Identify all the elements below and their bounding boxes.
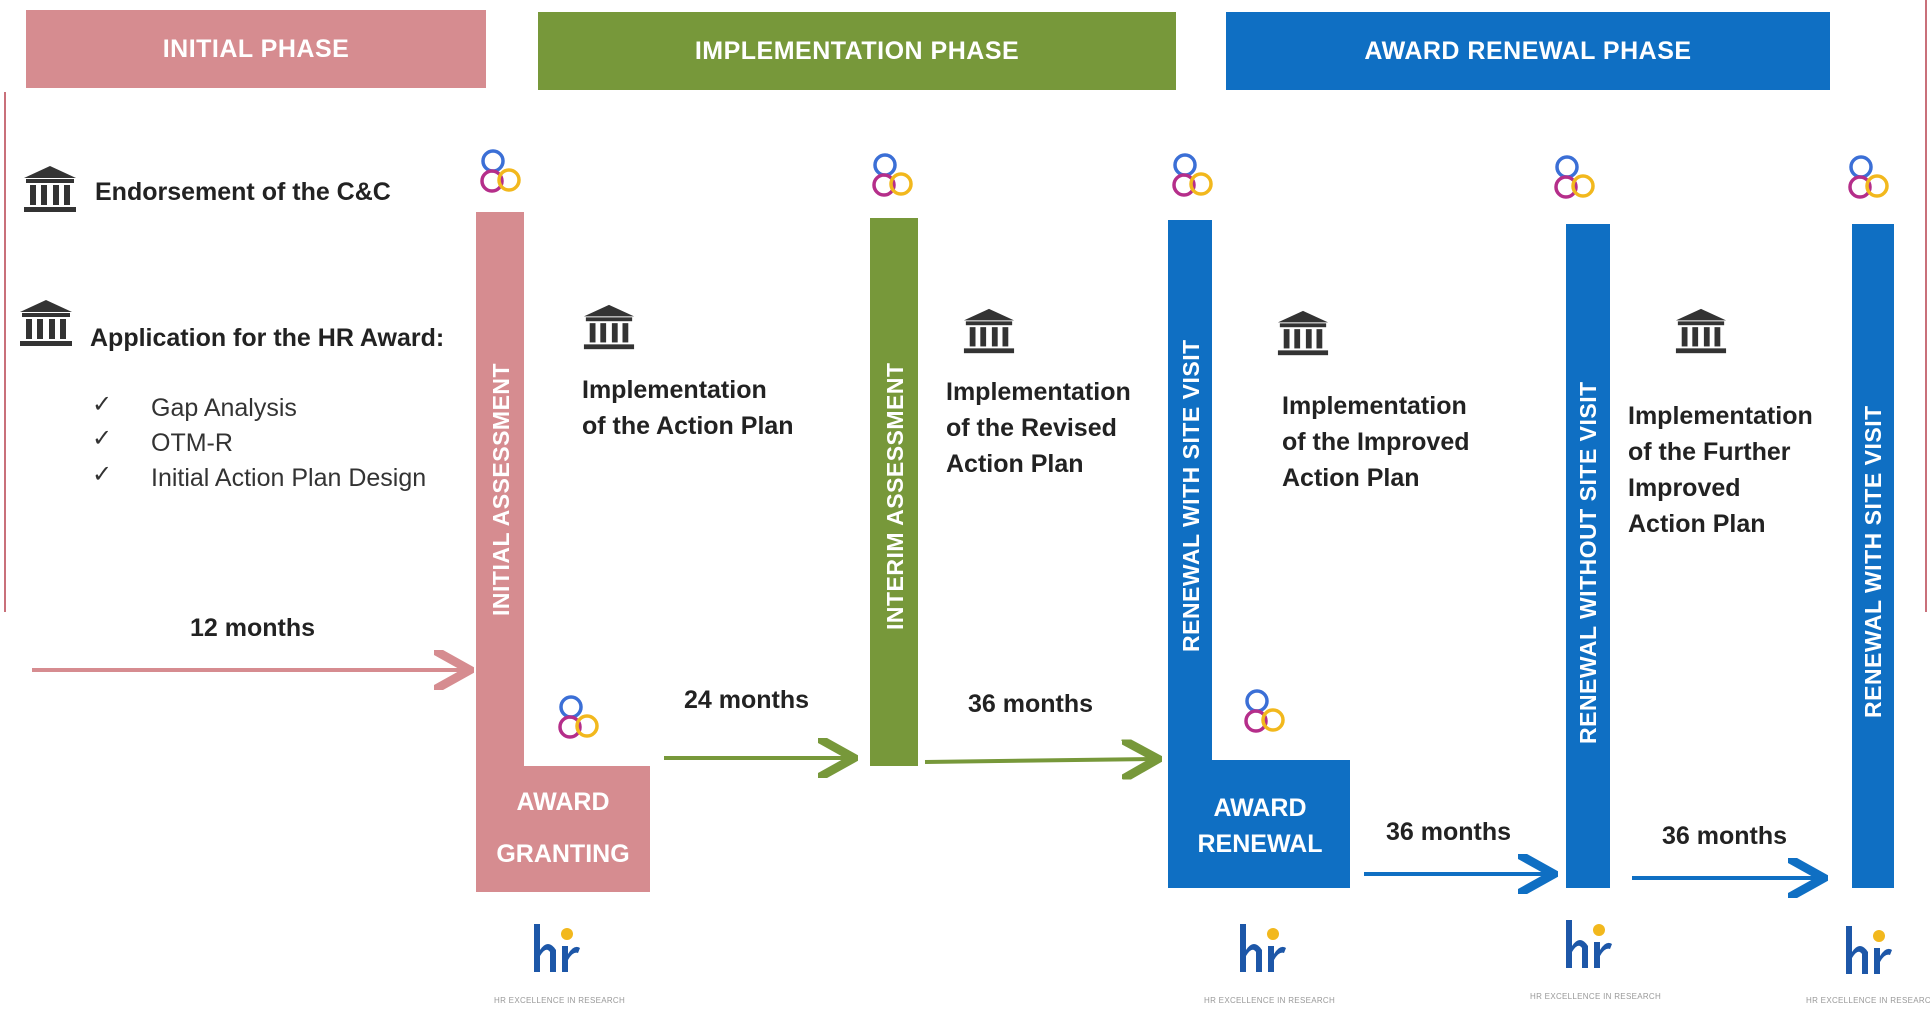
checklist-item-gap-analysis: Gap Analysis bbox=[151, 394, 297, 422]
renewal-without-site-visit-bar bbox=[1566, 224, 1610, 888]
application-label: Application for the HR Award: bbox=[90, 324, 445, 352]
duration-label: 24 months bbox=[684, 686, 810, 714]
implementation-line: Implementation bbox=[1282, 392, 1467, 420]
award-granting-line1: AWARD bbox=[516, 788, 610, 816]
renewal-site-visit-bar-2 bbox=[1852, 224, 1894, 888]
implementation-line: of the Improved bbox=[1282, 428, 1470, 456]
renewal-site-visit-label: RENEWAL WITH SITE VISIT bbox=[1178, 339, 1204, 652]
hr-logo bbox=[1846, 926, 1892, 974]
hr-logo-caption: HR EXCELLENCE IN RESEARCH bbox=[1204, 996, 1336, 1005]
hr-logo-caption: HR EXCELLENCE IN RESEARCH bbox=[494, 996, 626, 1005]
institution-icon bbox=[963, 308, 1015, 354]
implementation-line: of the Further bbox=[1628, 438, 1791, 466]
checklist-item-otm-r: OTM-R bbox=[151, 429, 233, 457]
duration-label: 12 months bbox=[190, 614, 316, 642]
implementation-line: Action Plan bbox=[1628, 510, 1766, 538]
implementation-line: of the Revised bbox=[946, 414, 1117, 442]
duration-label: 36 months bbox=[1386, 818, 1512, 846]
implementation-line: Implementation bbox=[1628, 402, 1813, 430]
implementation-line: Improved bbox=[1628, 474, 1741, 502]
hr-logo bbox=[1240, 924, 1286, 972]
checklist-item-initial-action-plan: Initial Action Plan Design bbox=[151, 464, 427, 492]
implementation-line: Action Plan bbox=[946, 450, 1084, 478]
rings-icon bbox=[1172, 153, 1213, 197]
arrow-36-months bbox=[924, 759, 1154, 762]
implementation-line: Action Plan bbox=[1282, 464, 1420, 492]
hr-logo-caption: HR EXCELLENCE IN RESEARCH bbox=[1806, 996, 1930, 1005]
implementation-further: Implementation of the Further Improved A… bbox=[1628, 398, 1813, 542]
renewal-without-site-visit-label: RENEWAL WITHOUT SITE VISIT bbox=[1575, 381, 1601, 744]
rings-icon bbox=[480, 149, 521, 193]
interim-assessment-label: INTERIM ASSESSMENT bbox=[882, 362, 908, 630]
phase-renewal: AWARD RENEWAL PHASE bbox=[1226, 12, 1830, 90]
duration-label: 36 months bbox=[968, 690, 1094, 718]
institution-icon bbox=[20, 300, 72, 346]
implementation-improved: Implementation of the Improved Action Pl… bbox=[1282, 388, 1470, 496]
institution-icon bbox=[583, 304, 635, 350]
rings-icon bbox=[1244, 689, 1285, 733]
implementation-line: Implementation bbox=[582, 376, 767, 404]
institution-icon bbox=[1675, 308, 1727, 354]
left-edge-line bbox=[4, 92, 6, 612]
award-renewal-line2: RENEWAL bbox=[1197, 830, 1323, 858]
interim-assessment-bar bbox=[870, 218, 918, 766]
right-edge-line bbox=[1925, 0, 1927, 612]
institution-icon bbox=[1277, 310, 1329, 356]
award-renewal-line1: AWARD bbox=[1213, 794, 1307, 822]
award-granting-box bbox=[476, 766, 650, 892]
award-granting-line2: GRANTING bbox=[496, 840, 630, 868]
phase-initial: INITIAL PHASE bbox=[26, 10, 486, 88]
rings-icon bbox=[872, 153, 913, 197]
check-icon: ✓ bbox=[92, 391, 113, 418]
rings-icon bbox=[1848, 155, 1889, 199]
implementation-line: of the Action Plan bbox=[582, 412, 794, 440]
implementation-revised: Implementation of the Revised Action Pla… bbox=[946, 374, 1131, 482]
phase-implementation: IMPLEMENTATION PHASE bbox=[538, 12, 1176, 90]
implementation-line: Implementation bbox=[946, 378, 1131, 406]
rings-icon bbox=[1554, 155, 1595, 199]
rings-icon bbox=[558, 695, 599, 739]
institution-icon bbox=[24, 166, 76, 212]
award-renewal-box bbox=[1168, 760, 1350, 888]
renewal-site-visit-label-2: RENEWAL WITH SITE VISIT bbox=[1860, 405, 1886, 718]
duration-label: 36 months bbox=[1662, 822, 1788, 850]
hr-logo-caption: HR EXCELLENCE IN RESEARCH bbox=[1530, 992, 1662, 1001]
check-icon: ✓ bbox=[92, 425, 113, 452]
endorsement-label: Endorsement of the C&C bbox=[95, 178, 391, 206]
check-icon: ✓ bbox=[92, 461, 113, 488]
initial-assessment-label: INITIAL ASSESSMENT bbox=[488, 362, 514, 616]
hr-logo bbox=[1566, 920, 1612, 968]
hr-logo bbox=[534, 924, 580, 972]
implementation-action-plan: Implementation of the Action Plan bbox=[582, 372, 794, 444]
